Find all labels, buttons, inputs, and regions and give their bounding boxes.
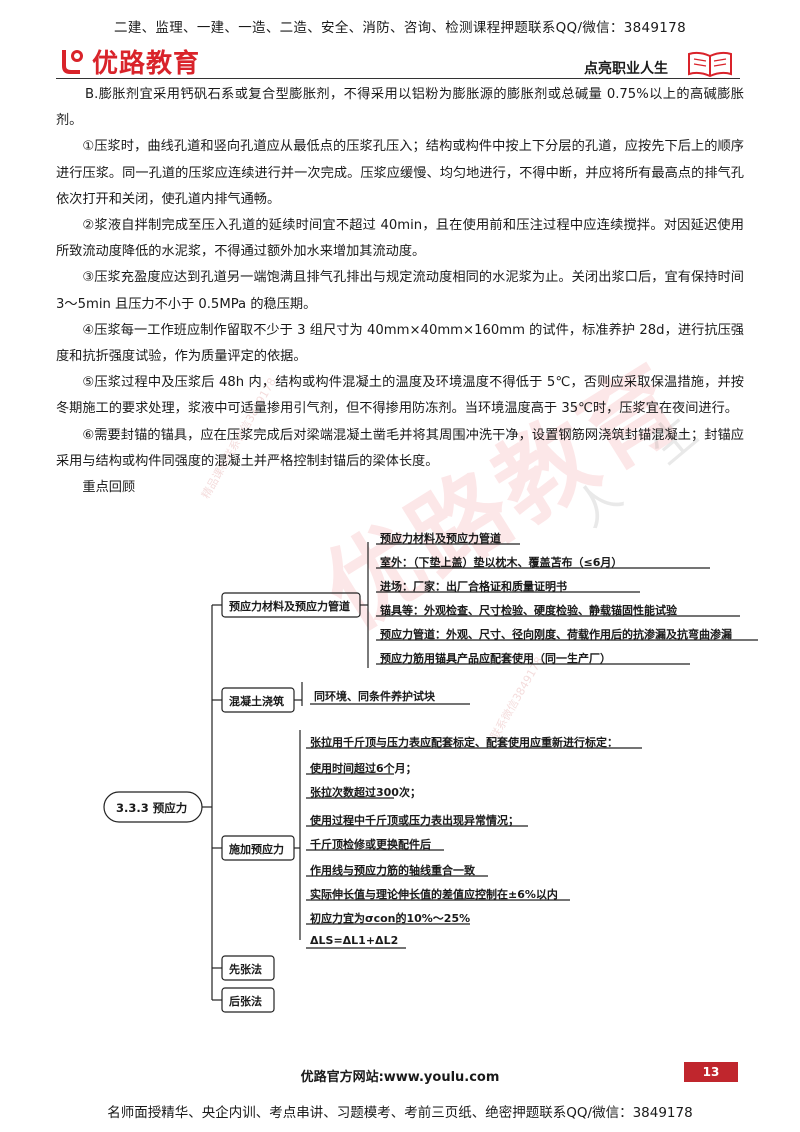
branch-post-tensioning: 后张法 [229,995,262,1008]
leaf-materials-title: 预应力材料及预应力管道 [380,532,501,545]
logo-icon [56,46,86,76]
leaf-six-months: 使用时间超过6个月； [310,762,417,775]
branch-concrete-pouring: 混凝土浇筑 [229,695,284,708]
paragraph-anchor-sealing: ⑥需要封锚的锚具，应在压浆完成后对梁端混凝土凿毛并将其周围冲洗干净，设置钢筋网浇… [56,427,744,469]
leaf-calibration: 张拉用千斤顶与压力表应配套标定、配套使用应重新进行标定： [310,736,618,749]
leaf-300-times: 张拉次数超过300次； [310,786,421,799]
paragraph-test-specimens: ④压浆每一工作班应制作留取不少于 3 组尺寸为 40mm×40mm×160mm … [56,322,744,365]
leaf-abnormal: 使用过程中千斤顶或压力表出现异常情况； [310,814,519,827]
body-content: B.膨胀剂宜采用钙矾石系或复合型膨胀剂，不得采用以铝粉为膨胀源的膨胀剂或总碱量 … [56,82,744,501]
leaf-elongation-formula: ΔLS=ΔL1+ΔL2 [310,934,399,947]
leaf-outdoor-storage: 室外：（下垫上盖）垫以枕木、覆盖苫布（≤6月） [380,556,623,569]
top-banner: 二建、监理、一建、一造、二造、安全、消防、咨询、检测课程押题联系QQ/微信：38… [114,20,686,36]
slogan: 点亮职业人生 [584,61,668,77]
paragraph-expansion-agent: B.膨胀剂宜采用钙矾石系或复合型膨胀剂，不得采用以铝粉为膨胀源的膨胀剂或总碱量 … [56,87,744,129]
logo-text: 优路教育 [92,48,201,79]
paragraph-temperature: ⑤压浆过程中及压浆后 48h 内，结构或构件混凝土的温度及环境温度不得低于 5℃… [56,375,744,417]
leaf-anchor-matching: 预应力筋用锚具产品应配套使用（同一生产厂） [380,652,611,665]
leaf-entry-inspection: 进场：厂家：出厂合格证和质量证明书 [380,580,567,593]
branch-pretensioning: 先张法 [229,963,262,976]
leaf-duct-tests: 预应力管道：外观、尺寸、径向刚度、荷载作用后的抗渗漏及抗弯曲渗漏 [380,628,732,641]
leaf-axis-alignment: 作用线与预应力筋的轴线重合一致 [310,864,475,877]
section-heading-review: 重点回顾 [82,480,136,496]
paragraph-grout-fullness: ③压浆充盈度应达到孔道另一端饱满且排气孔排出与规定流动度相同的水泥浆为止。关闭出… [56,270,744,312]
book-icon [686,50,734,82]
leaf-test-blocks: 同环境、同条件养护试块 [314,690,435,703]
leaf-elongation-tolerance: 实际伸长值与理论伸长值的差值应控制在±6%以内 [310,888,558,901]
mind-map: 3.3.3 预应力 预应力材料及预应力管道 混凝土浇筑 施加预应力 先张法 后张… [0,530,800,1030]
leaf-initial-stress: 初应力宜为σcon的10%～25% [310,912,471,925]
paragraph-grouting-order: ①压浆时，曲线孔道和竖向孔道应从最低点的压浆孔压入；结构或构件中按上下分层的孔道… [56,139,744,207]
mind-map-root: 3.3.3 预应力 [116,801,188,815]
logo: 优路教育 [56,44,201,79]
bottom-banner: 名师面授精华、央企内训、考点串讲、习题模考、考前三页纸、绝密押题联系QQ/微信：… [107,1105,693,1121]
leaf-repair: 千斤顶检修或更换配件后 [310,838,431,851]
mind-map-connectors [103,542,758,1013]
paragraph-grout-duration: ②浆液自拌制完成至压入孔道的延续时间宜不超过 40min，且在使用前和压注过程中… [56,218,744,260]
branch-apply-prestress: 施加预应力 [229,843,284,856]
branch-prestress-materials: 预应力材料及预应力管道 [229,600,350,613]
page-number-badge: 13 [684,1062,738,1082]
leaf-anchor-tests: 锚具等：外观检查、尺寸检验、硬度检验、静载锚固性能试验 [380,604,677,617]
header-divider [56,78,740,79]
footer-website: 优路官方网站:www.youlu.com [300,1070,500,1085]
